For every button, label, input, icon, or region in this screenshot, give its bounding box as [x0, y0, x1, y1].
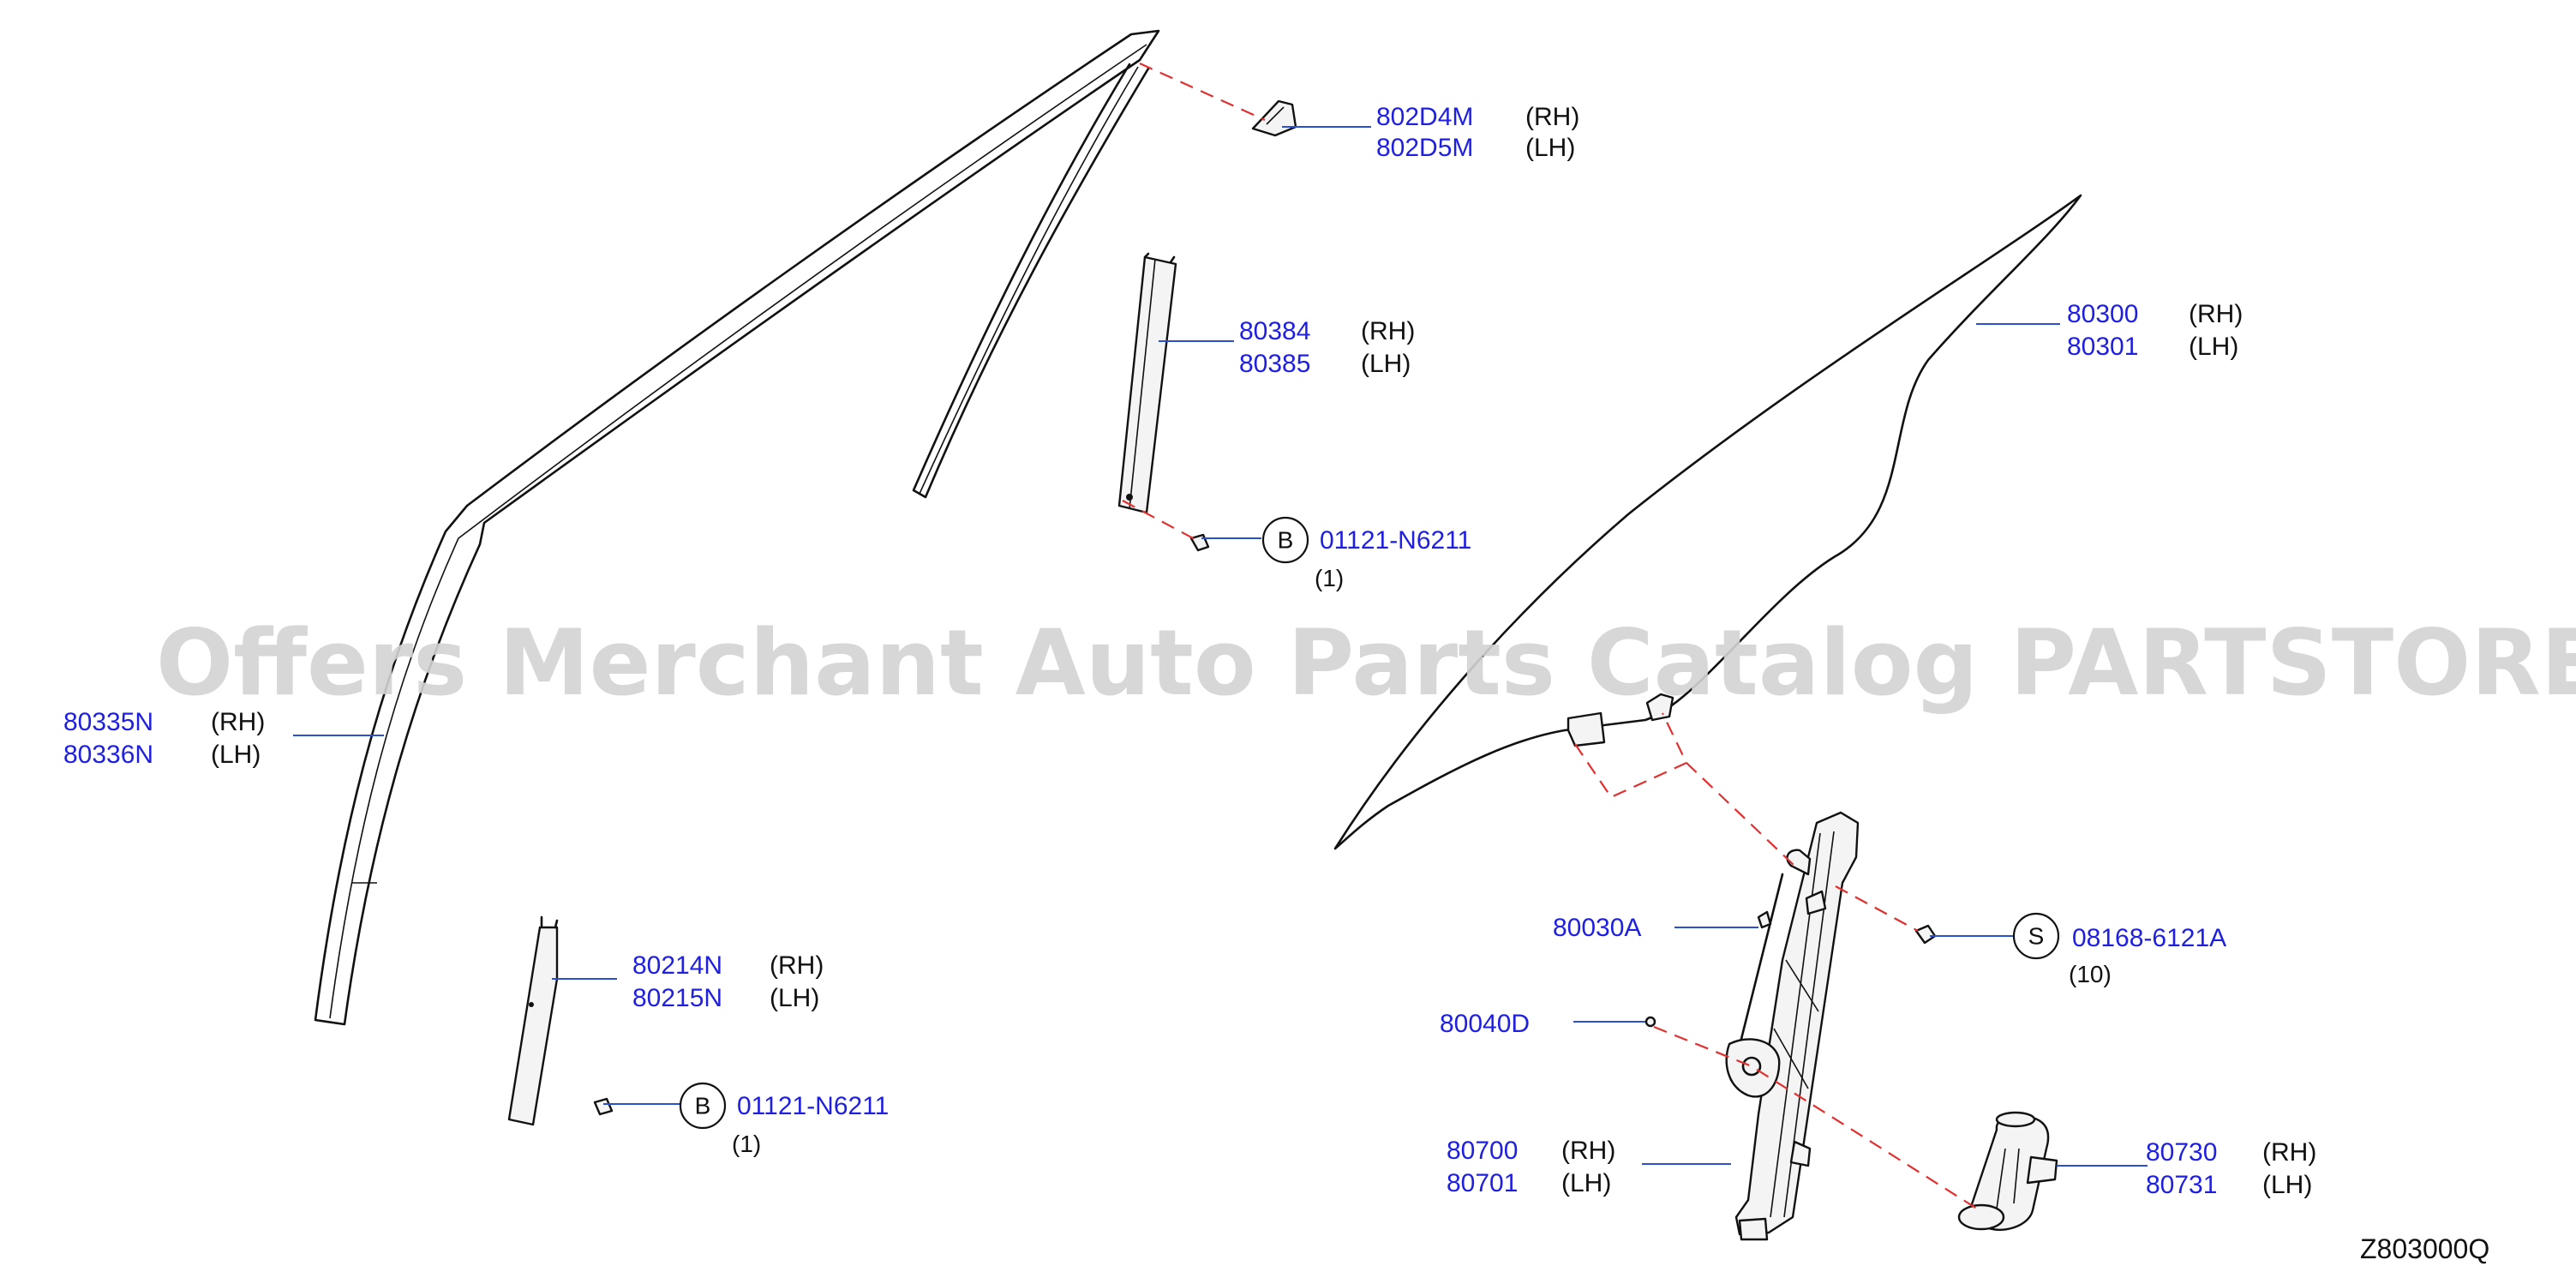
callout-80700[interactable]: 80700 (RH) 80701 (LH) — [1447, 1137, 1615, 1197]
part-number-lh[interactable]: 80731 — [2146, 1171, 2217, 1199]
part-number-rh[interactable]: 80214N — [632, 951, 722, 980]
leader-lines — [293, 126, 2148, 1167]
corner-clip-802d4m — [1251, 99, 1297, 137]
fastener-quantity: (1) — [732, 1131, 761, 1157]
run-channel-80384 — [1117, 252, 1177, 514]
side-lh: (LH) — [1525, 134, 1575, 162]
diagram-code: Z803000Q — [2360, 1233, 2489, 1264]
side-rh: (RH) — [1361, 317, 1415, 345]
bolt-80030a-icon — [1757, 910, 1772, 929]
part-number-rh[interactable]: 80300 — [2067, 300, 2138, 328]
part-number-80030a[interactable]: 80030A — [1553, 914, 1641, 942]
part-number-rh[interactable]: 80730 — [2146, 1138, 2217, 1167]
callout-80730[interactable]: 80730 (RH) 80731 (LH) — [2146, 1138, 2316, 1199]
sash-channel-rear — [912, 63, 1150, 499]
side-lh: (LH) — [1561, 1169, 1611, 1197]
side-lh: (LH) — [770, 984, 819, 1012]
bolt-80040d-icon — [1644, 1016, 1656, 1028]
callout-80214n[interactable]: 80214N (RH) 80215N (LH) — [632, 951, 824, 1012]
part-number-lh[interactable]: 802D5M — [1376, 134, 1473, 162]
side-lh: (LH) — [2262, 1171, 2312, 1199]
fastener-mark-circle — [679, 1082, 727, 1130]
side-rh: (RH) — [1561, 1137, 1615, 1165]
door-sash-weatherstrip — [314, 29, 1160, 1026]
fastener-quantity: (10) — [2069, 961, 2112, 987]
fastener-mark-circle — [1261, 516, 1309, 564]
fastener-part-number[interactable]: 01121-N6211 — [1320, 526, 1471, 555]
side-rh: (RH) — [211, 708, 265, 736]
part-number-lh[interactable]: 80701 — [1447, 1169, 1518, 1197]
window-regulator-80700 — [1725, 811, 1860, 1241]
bolt-b-icon — [1189, 533, 1210, 552]
part-number-lh[interactable]: 80336N — [63, 741, 153, 769]
fastener-mark: B — [695, 1093, 711, 1119]
fastener-b-lower[interactable]: B 01121-N6211 (1) — [679, 1082, 889, 1157]
side-lh: (LH) — [1361, 350, 1411, 378]
fastener-mark: B — [1278, 527, 1294, 554]
bolt-b-lower-icon — [593, 1097, 614, 1116]
fastener-mark-circle — [2012, 912, 2060, 960]
part-number-lh[interactable]: 80301 — [2067, 333, 2138, 361]
side-rh: (RH) — [2262, 1138, 2316, 1167]
fastener-quantity: (1) — [1315, 565, 1344, 591]
side-rh: (RH) — [2189, 300, 2243, 328]
bolt-s-icon — [1914, 924, 1937, 945]
fastener-part-number[interactable]: 01121-N6211 — [737, 1092, 889, 1120]
part-number-rh[interactable]: 80335N — [63, 708, 153, 736]
lower-channel-80214n — [507, 915, 559, 1126]
part-number-lh[interactable]: 80215N — [632, 984, 722, 1012]
callout-80384[interactable]: 80384 (RH) 80385 (LH) — [1239, 317, 1415, 378]
glass-mount-brackets — [1567, 693, 1674, 747]
part-number-lh[interactable]: 80385 — [1239, 350, 1310, 378]
side-lh: (LH) — [2189, 333, 2238, 361]
part-number-80040d[interactable]: 80040D — [1440, 1010, 1530, 1038]
side-lh: (LH) — [211, 741, 261, 769]
part-number-rh[interactable]: 802D4M — [1376, 103, 1473, 131]
side-rh: (RH) — [1525, 103, 1579, 131]
part-number-rh[interactable]: 80384 — [1239, 317, 1310, 345]
assembly-lines — [1122, 62, 1980, 1211]
watermark-text: Offers Merchant Auto Parts Catalog PARTS… — [156, 610, 2576, 716]
callout-80335n[interactable]: 80335N (RH) 80336N (LH) — [63, 708, 265, 769]
fastener-part-number[interactable]: 08168-6121A — [2072, 924, 2226, 952]
callout-80300[interactable]: 80300 (RH) 80301 (LH) — [2067, 300, 2243, 361]
fastener-b-upper[interactable]: B 01121-N6211 (1) — [1261, 516, 1471, 591]
fastener-s[interactable]: S 08168-6121A (10) — [2012, 912, 2226, 987]
door-glass-80300 — [1333, 194, 2082, 850]
window-motor-80730 — [1957, 1111, 2058, 1231]
callout-802d4m[interactable]: 802D4M (RH) 802D5M (LH) — [1376, 103, 1579, 162]
part-number-rh[interactable]: 80700 — [1447, 1137, 1518, 1165]
side-rh: (RH) — [770, 951, 824, 980]
fastener-mark: S — [2028, 923, 2045, 950]
